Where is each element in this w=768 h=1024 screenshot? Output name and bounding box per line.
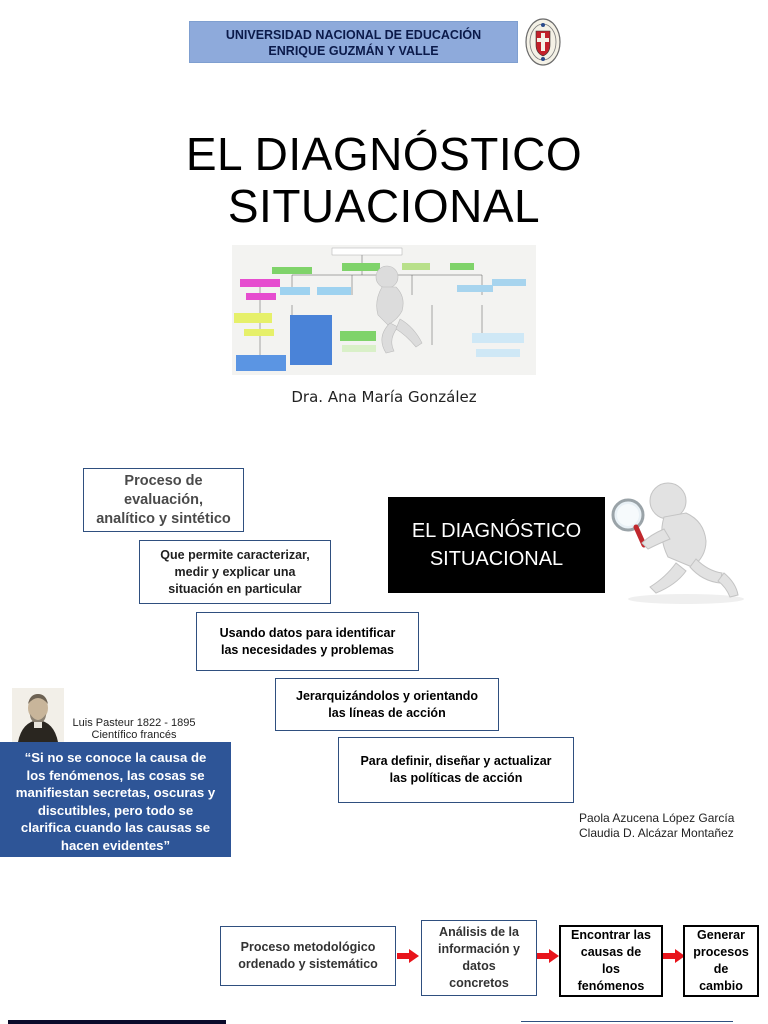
credits: Paola Azucena López García Claudia D. Al… xyxy=(579,811,759,841)
concept-box-evaluation: Proceso de evaluación, analítico y sinté… xyxy=(83,468,244,532)
flow-step-text: causas de xyxy=(580,945,642,959)
concept-box-text: las necesidades y problemas xyxy=(220,642,394,657)
concept-map-illustration xyxy=(232,245,536,375)
university-banner: UNIVERSIDAD NACIONAL DE EDUCACIÓN ENRIQU… xyxy=(189,21,518,63)
author-name: Dra. Ana María González xyxy=(291,388,477,406)
quote-line: los fenómenos, las cosas se xyxy=(26,767,205,783)
concept-box-characterize: Que permite caracterizar, medir y explic… xyxy=(139,540,331,604)
pasteur-role: Científico francés xyxy=(91,729,177,741)
concept-box-text: Proceso de xyxy=(124,472,203,489)
concept-box-prioritize: Jerarquizándolos y orientando las líneas… xyxy=(275,678,499,731)
concept-box-data: Usando datos para identificar las necesi… xyxy=(196,612,419,671)
quote-line: hacen evidentes” xyxy=(60,837,171,853)
flow-step-text: Generar xyxy=(697,928,745,942)
concept-box-text: Para definir, diseñar y actualizar xyxy=(360,754,552,768)
quote-line: discutibles, pero todo se xyxy=(37,802,194,818)
page-title: EL DIAGNÓSTICO SITUACIONAL xyxy=(130,128,638,232)
flow-step-text: procesos xyxy=(693,945,749,959)
pasteur-quote: “Si no se conoce la causa de los fenómen… xyxy=(0,742,231,857)
concept-box-text: las políticas de acción xyxy=(389,771,523,785)
black-box-line-1: EL DIAGNÓSTICO xyxy=(411,520,582,542)
flow-step-text: Proceso metodológico xyxy=(240,940,376,954)
flow-arrow-icon xyxy=(537,949,559,963)
concept-box-text: analítico y sintético xyxy=(96,510,231,527)
banner-line-1: UNIVERSIDAD NACIONAL DE EDUCACIÓN xyxy=(225,28,482,42)
concept-box-text: las líneas de acción xyxy=(328,705,446,720)
flow-step-text: Encontrar las xyxy=(571,928,651,942)
flow-arrow-icon xyxy=(397,949,419,963)
concept-box-text: evaluación, xyxy=(124,491,203,508)
concept-box-policies: Para definir, diseñar y actualizar las p… xyxy=(338,737,574,803)
flow-step-text: de xyxy=(713,962,729,976)
bottom-divider-right xyxy=(521,1021,733,1024)
flow-step-text: datos xyxy=(462,959,496,973)
flow-step-text: fenómenos xyxy=(577,979,645,993)
credit-line-1: Paola Azucena López García xyxy=(579,811,735,825)
flow-step-causes: Encontrar las causas de los fenómenos xyxy=(559,925,663,997)
situational-diagnosis-box: EL DIAGNÓSTICO SITUACIONAL xyxy=(388,497,605,593)
flow-step-text: cambio xyxy=(699,979,743,993)
flow-step-text: ordenado y sistemático xyxy=(238,957,378,971)
flow-step-text: los xyxy=(601,962,621,976)
flow-step-text: concretos xyxy=(449,976,509,990)
quote-line: manifiestan secretas, oscuras y xyxy=(15,785,216,800)
concept-box-text: Usando datos para identificar xyxy=(219,625,396,640)
concept-box-text: Jerarquizándolos y orientando xyxy=(296,688,478,703)
flow-arrow-icon xyxy=(663,949,685,963)
title-line-2: SITUACIONAL xyxy=(227,180,541,232)
flow-step-change: Generar procesos de cambio xyxy=(683,925,759,997)
flow-step-text: información y xyxy=(438,942,520,956)
quote-line: “Si no se conoce la causa de xyxy=(24,750,207,765)
quote-line: clarifica cuando las causas se xyxy=(20,820,211,835)
flow-step-text: Análisis de la xyxy=(439,925,519,939)
flow-step-analysis: Análisis de la información y datos concr… xyxy=(421,920,537,996)
concept-box-text: situación en particular xyxy=(168,581,302,596)
pasteur-portrait xyxy=(12,688,64,742)
concept-box-text: Que permite caracterizar, xyxy=(160,547,310,562)
magnifying-glass-figure-icon xyxy=(611,482,744,604)
title-line-1: EL DIAGNÓSTICO xyxy=(185,128,583,180)
banner-line-2: ENRIQUE GUZMÁN Y VALLE xyxy=(268,44,439,58)
university-seal-icon xyxy=(525,18,561,66)
bottom-divider-left xyxy=(8,1020,226,1024)
black-box-line-2: SITUACIONAL xyxy=(429,548,564,570)
pasteur-name: Luis Pasteur 1822 - 1895 xyxy=(72,717,196,729)
concept-box-text: medir y explicar una xyxy=(174,564,296,579)
flow-step-process: Proceso metodológico ordenado y sistemát… xyxy=(220,926,396,986)
pasteur-caption: Luis Pasteur 1822 - 1895 Científico fran… xyxy=(64,717,204,741)
credit-line-2: Claudia D. Alcázar Montañez xyxy=(579,826,734,840)
